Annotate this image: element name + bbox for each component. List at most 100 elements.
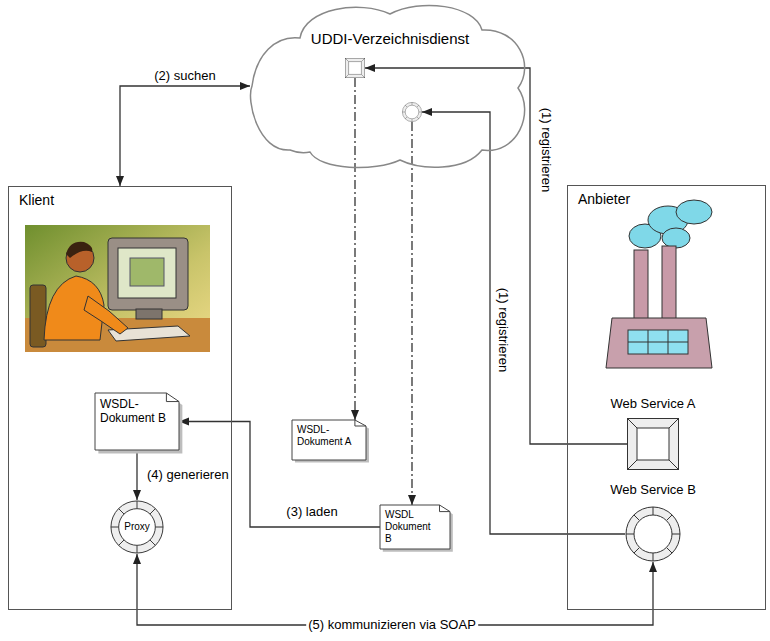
icon-bevel: [628, 460, 638, 470]
person-hair: [66, 242, 92, 258]
edge-label: (4) generieren: [145, 467, 231, 483]
icon-tick: [137, 545, 138, 553]
screen-window: [130, 258, 164, 286]
icon-tick: [405, 117, 407, 119]
connector-arrow: [354, 78, 355, 420]
icon-tick: [417, 105, 419, 107]
node-text: WSDL-Dokument B: [95, 393, 179, 430]
web-service-circle: Web Service B: [598, 482, 708, 568]
window-bar: [628, 342, 688, 343]
connector-arrow: [136, 450, 137, 500]
edge-label: (5) kommunizieren via SOAP: [306, 617, 478, 633]
user-at-computer-picture: [25, 225, 210, 352]
monitor-screen: [118, 248, 176, 298]
edge-label: (1) registrieren: [495, 286, 511, 375]
edge-label: (3) laden: [284, 504, 339, 520]
icon-inner: [637, 428, 669, 460]
chimney: [662, 246, 676, 322]
node-text: UDDI-Verzeichnisdienst: [250, 30, 530, 48]
icon-tick: [150, 540, 155, 545]
smoke: [676, 200, 712, 224]
web-service-square: Web Service A: [598, 396, 708, 476]
icon-tick: [412, 119, 413, 122]
document-outline: [380, 505, 450, 549]
icon-tick: [150, 509, 155, 514]
edge-label: (2) suchen: [152, 68, 217, 84]
node-text: Web Service B: [598, 482, 708, 498]
node-text: Anbieter: [578, 191, 630, 208]
monitor: [108, 238, 188, 310]
person-arm: [84, 296, 128, 334]
factory-window: [628, 330, 688, 354]
icon-bevel: [628, 419, 638, 429]
node-text: Klient: [19, 192, 54, 209]
icon-tick: [666, 515, 672, 521]
document-fold: [166, 393, 179, 402]
icon-bevel: [361, 58, 365, 62]
client-box: KlientWSDL-Dokument B Proxy: [8, 186, 232, 610]
chimney: [634, 250, 648, 322]
icon-frame: [628, 419, 679, 470]
icon-tick: [417, 117, 419, 119]
service-a-entry-icon: [345, 58, 365, 78]
smoke: [662, 228, 690, 248]
icon-inner: [634, 515, 672, 553]
connector-arrow: [120, 86, 250, 186]
node-text: WSDL-Dokument A: [292, 420, 366, 452]
node-text: WSDL Dokument B: [380, 505, 450, 549]
service-square-icon: [627, 418, 679, 470]
icon-tick: [402, 112, 405, 113]
proxy-circle: Proxy: [110, 500, 164, 554]
icon-bevel: [345, 58, 349, 62]
icon-tick: [672, 534, 680, 535]
wsdl-document: WSDL-Dokument A: [292, 420, 366, 460]
connector-arrow: [137, 554, 653, 625]
icon-tick: [653, 553, 654, 561]
connector-arrow: [411, 122, 412, 505]
icon-tick: [634, 515, 640, 521]
icon-tick: [405, 105, 407, 107]
connector-arrow: [422, 112, 625, 534]
icon-inner: [349, 62, 361, 74]
factory-building: [606, 318, 712, 368]
icon-tick: [137, 501, 138, 509]
icon-tick: [111, 527, 119, 528]
edge-label: (1) registrieren: [538, 106, 554, 195]
wsdl-document: WSDL Dokument B: [380, 505, 450, 549]
connector-arrow: [365, 68, 627, 444]
document-fold: [355, 420, 366, 426]
icon-ring: [402, 102, 421, 121]
icon-frame: [345, 58, 365, 78]
picture-background: [25, 225, 210, 352]
icon-ring: [111, 501, 163, 553]
node-outline: [250, 0, 530, 172]
node-text: Web Service A: [598, 396, 708, 412]
icon-inner: [405, 105, 419, 119]
provider-box: AnbieterWeb Service A Web Service B: [567, 185, 766, 610]
factory-picture: [606, 200, 712, 368]
document-outline: [292, 420, 366, 460]
icon-tick: [626, 534, 634, 535]
icon-bevel: [669, 460, 679, 470]
icon-tick: [634, 547, 640, 553]
icon-tick: [653, 507, 654, 515]
document-fold: [440, 505, 451, 512]
node-text: Proxy: [110, 500, 164, 554]
icon-bevel: [345, 74, 349, 78]
icon-bevel: [361, 74, 365, 78]
icon-bevel: [669, 419, 679, 429]
icon-ring: [626, 507, 680, 561]
icon-tick: [666, 547, 672, 553]
service-b-entry-icon: [402, 102, 422, 122]
monitor-stand: [136, 309, 162, 319]
directory-cloud: UDDI-Verzeichnisdienst: [250, 0, 530, 172]
icon-tick: [155, 527, 163, 528]
icon-tick: [119, 509, 124, 514]
document-outline: [95, 393, 179, 450]
service-circle-icon: [625, 506, 681, 562]
wsdl-document: WSDL-Dokument B: [95, 393, 179, 450]
icon-tick: [119, 540, 124, 545]
icon-tick: [412, 102, 413, 105]
